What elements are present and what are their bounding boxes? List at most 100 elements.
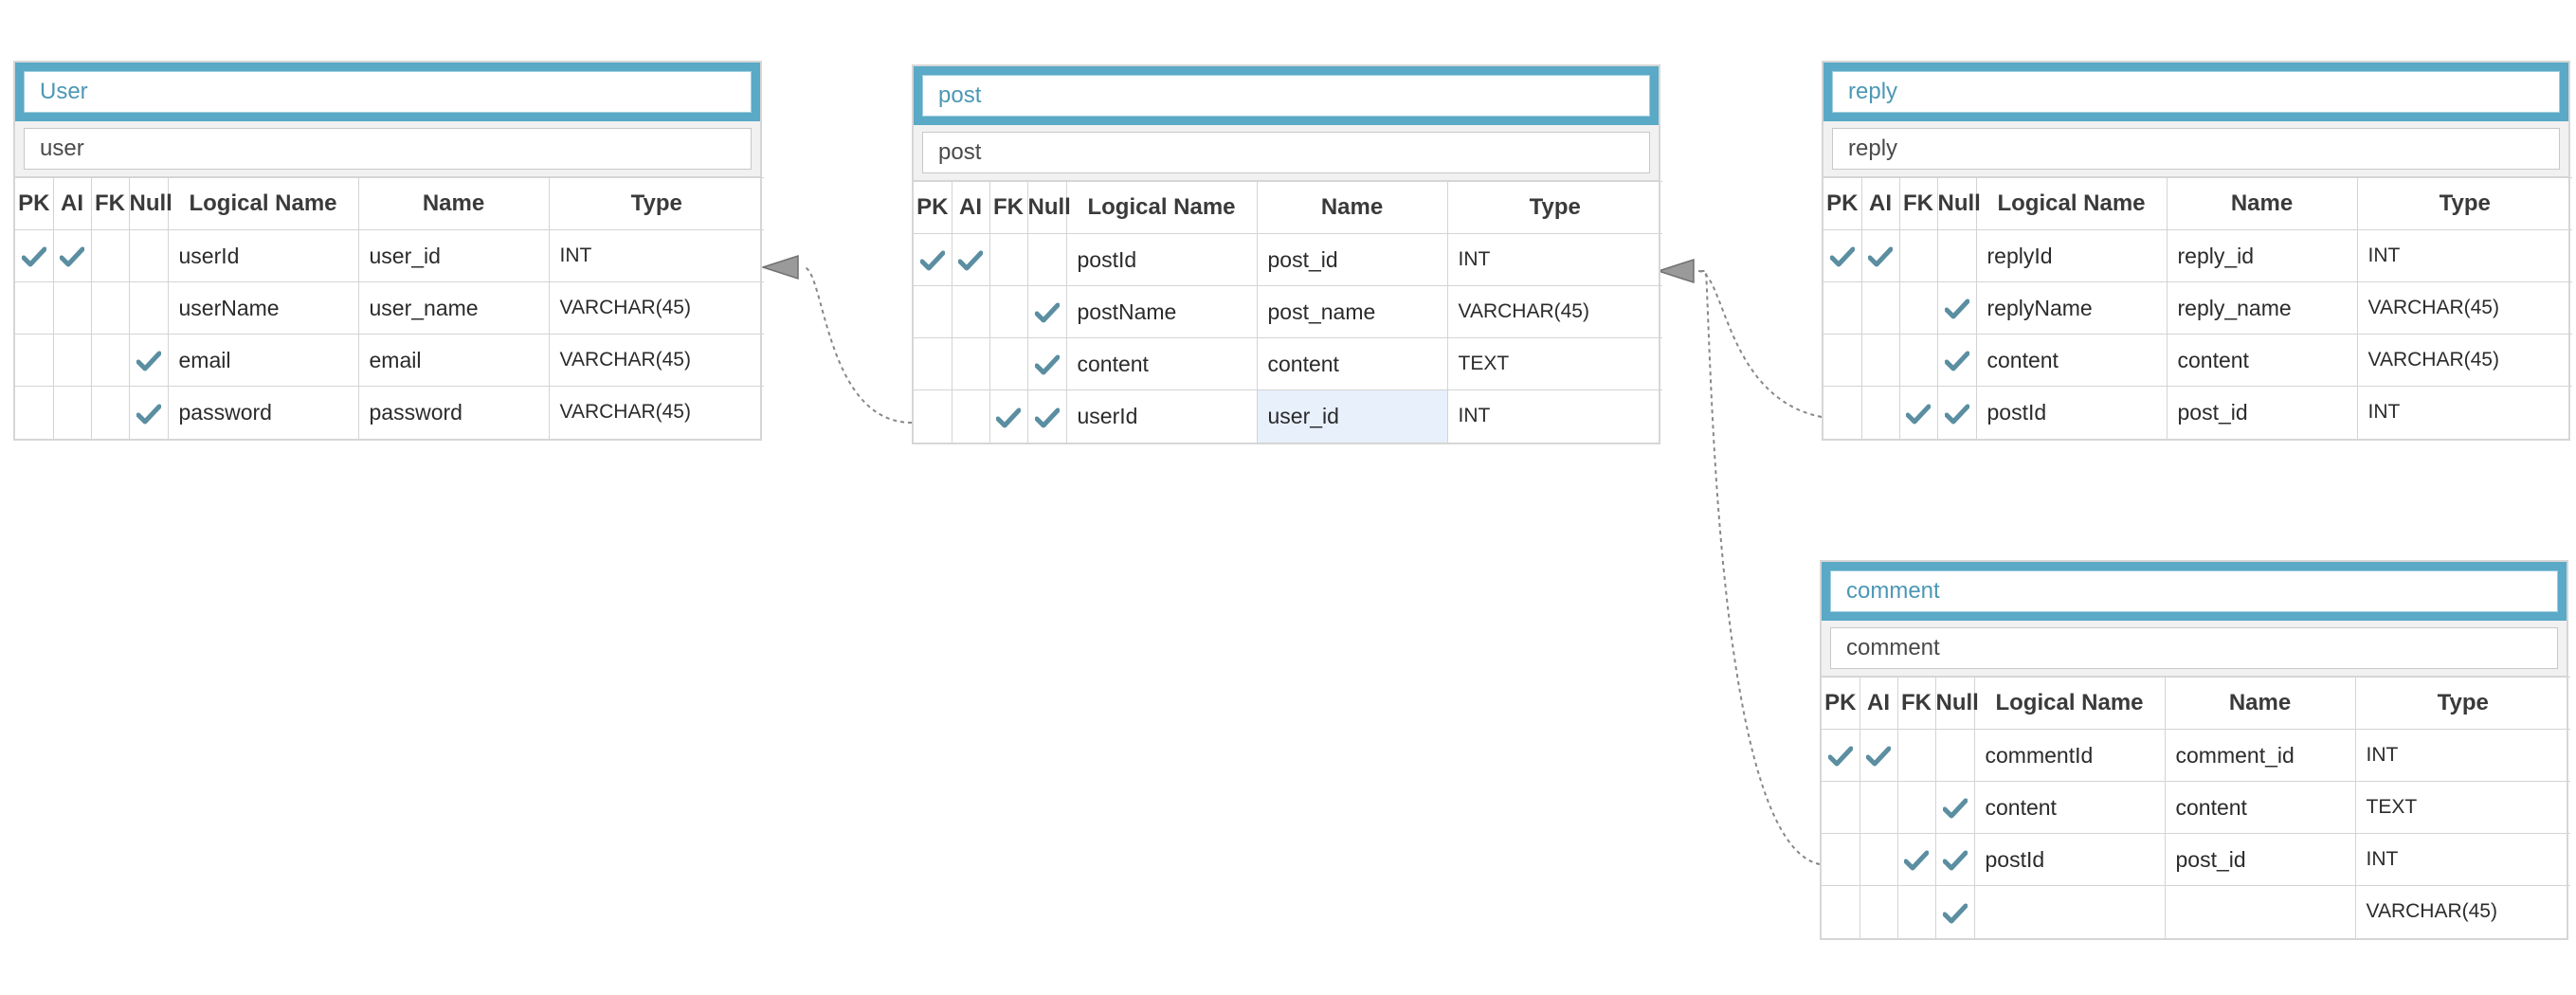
entity-title-field[interactable]: comment (1830, 570, 2558, 612)
pk-cell[interactable] (914, 233, 952, 286)
ai-cell[interactable] (1859, 885, 1898, 938)
pk-cell[interactable] (1822, 781, 1860, 834)
pk-cell[interactable] (914, 337, 952, 390)
fk-cell[interactable] (1896, 729, 1936, 782)
ai-cell[interactable] (52, 229, 92, 282)
name-cell[interactable]: post_id (2164, 833, 2356, 886)
logical-name-cell[interactable]: content (1065, 337, 1258, 390)
pk-cell[interactable] (914, 389, 952, 443)
fk-cell[interactable] (1898, 386, 1938, 439)
fk-cell[interactable] (90, 386, 130, 439)
relation-post-user[interactable] (803, 266, 913, 424)
logical-name-cell[interactable]: userId (1065, 389, 1258, 443)
type-cell[interactable]: INT (2354, 833, 2570, 886)
type-cell[interactable]: INT (2356, 386, 2572, 439)
null-cell[interactable] (1934, 885, 1975, 938)
pk-cell[interactable] (1822, 833, 1860, 886)
logical-name-cell[interactable]: password (167, 386, 359, 439)
fk-cell[interactable] (90, 334, 130, 387)
type-cell[interactable]: TEXT (1446, 337, 1662, 390)
ai-cell[interactable] (52, 334, 92, 387)
null-cell[interactable] (1026, 337, 1067, 390)
type-cell[interactable]: VARCHAR(45) (1446, 285, 1662, 338)
null-cell[interactable] (1934, 729, 1975, 782)
fk-cell[interactable] (90, 229, 130, 282)
fk-cell[interactable] (1898, 229, 1938, 282)
logical-name-cell[interactable]: commentId (1973, 729, 2166, 782)
fk-cell[interactable] (1896, 885, 1936, 938)
name-cell[interactable]: content (1256, 337, 1448, 390)
fk-cell[interactable] (90, 281, 130, 335)
pk-cell[interactable] (1823, 386, 1862, 439)
logical-name-cell[interactable]: replyName (1975, 281, 2168, 335)
logical-name-cell[interactable]: replyId (1975, 229, 2168, 282)
null-cell[interactable] (1936, 334, 1977, 387)
fk-cell[interactable] (1896, 833, 1936, 886)
ai-cell[interactable] (951, 389, 990, 443)
type-cell[interactable]: VARCHAR(45) (548, 281, 764, 335)
name-cell[interactable]: content (2166, 334, 2358, 387)
fk-cell[interactable] (989, 337, 1028, 390)
name-cell[interactable] (2164, 885, 2356, 938)
fk-cell[interactable] (1898, 334, 1938, 387)
logical-name-cell[interactable]: postId (1975, 386, 2168, 439)
fk-cell[interactable] (1896, 781, 1936, 834)
name-cell[interactable]: post_name (1256, 285, 1448, 338)
null-cell[interactable] (1026, 233, 1067, 286)
null-cell[interactable] (128, 386, 169, 439)
type-cell[interactable]: INT (2354, 729, 2570, 782)
null-cell[interactable] (1026, 285, 1067, 338)
pk-cell[interactable] (1823, 281, 1862, 335)
logical-name-cell[interactable] (1973, 885, 2166, 938)
name-cell[interactable]: user_id (1256, 389, 1448, 443)
type-cell[interactable]: TEXT (2354, 781, 2570, 834)
entity-title-field[interactable]: post (922, 75, 1650, 117)
logical-name-cell[interactable]: userId (167, 229, 359, 282)
name-cell[interactable]: password (357, 386, 550, 439)
type-cell[interactable]: INT (1446, 389, 1662, 443)
relation-comment-post[interactable] (1698, 270, 1821, 865)
table-name-field[interactable]: reply (1832, 128, 2560, 170)
logical-name-cell[interactable]: postId (1065, 233, 1258, 286)
pk-cell[interactable] (914, 285, 952, 338)
name-cell[interactable]: user_id (357, 229, 550, 282)
table-name-field[interactable]: post (922, 132, 1650, 173)
name-cell[interactable]: reply_id (2166, 229, 2358, 282)
ai-cell[interactable] (1860, 334, 1900, 387)
type-cell[interactable]: INT (1446, 233, 1662, 286)
name-cell[interactable]: content (2164, 781, 2356, 834)
ai-cell[interactable] (1859, 781, 1898, 834)
type-cell[interactable]: INT (2356, 229, 2572, 282)
relation-reply-post[interactable] (1697, 270, 1823, 418)
logical-name-cell[interactable]: content (1975, 334, 2168, 387)
type-cell[interactable]: VARCHAR(45) (548, 334, 764, 387)
pk-cell[interactable] (15, 334, 54, 387)
name-cell[interactable]: post_id (2166, 386, 2358, 439)
ai-cell[interactable] (52, 386, 92, 439)
logical-name-cell[interactable]: content (1973, 781, 2166, 834)
logical-name-cell[interactable]: postId (1973, 833, 2166, 886)
fk-cell[interactable] (1898, 281, 1938, 335)
logical-name-cell[interactable]: email (167, 334, 359, 387)
type-cell[interactable]: VARCHAR(45) (2356, 281, 2572, 335)
pk-cell[interactable] (1823, 229, 1862, 282)
null-cell[interactable] (1936, 229, 1977, 282)
table-name-field[interactable]: user (24, 128, 752, 170)
fk-cell[interactable] (989, 233, 1028, 286)
ai-cell[interactable] (1860, 281, 1900, 335)
entity-title-field[interactable]: reply (1832, 71, 2560, 113)
type-cell[interactable]: VARCHAR(45) (2354, 885, 2570, 938)
ai-cell[interactable] (1860, 229, 1900, 282)
ai-cell[interactable] (52, 281, 92, 335)
null-cell[interactable] (128, 229, 169, 282)
ai-cell[interactable] (951, 337, 990, 390)
name-cell[interactable]: post_id (1256, 233, 1448, 286)
